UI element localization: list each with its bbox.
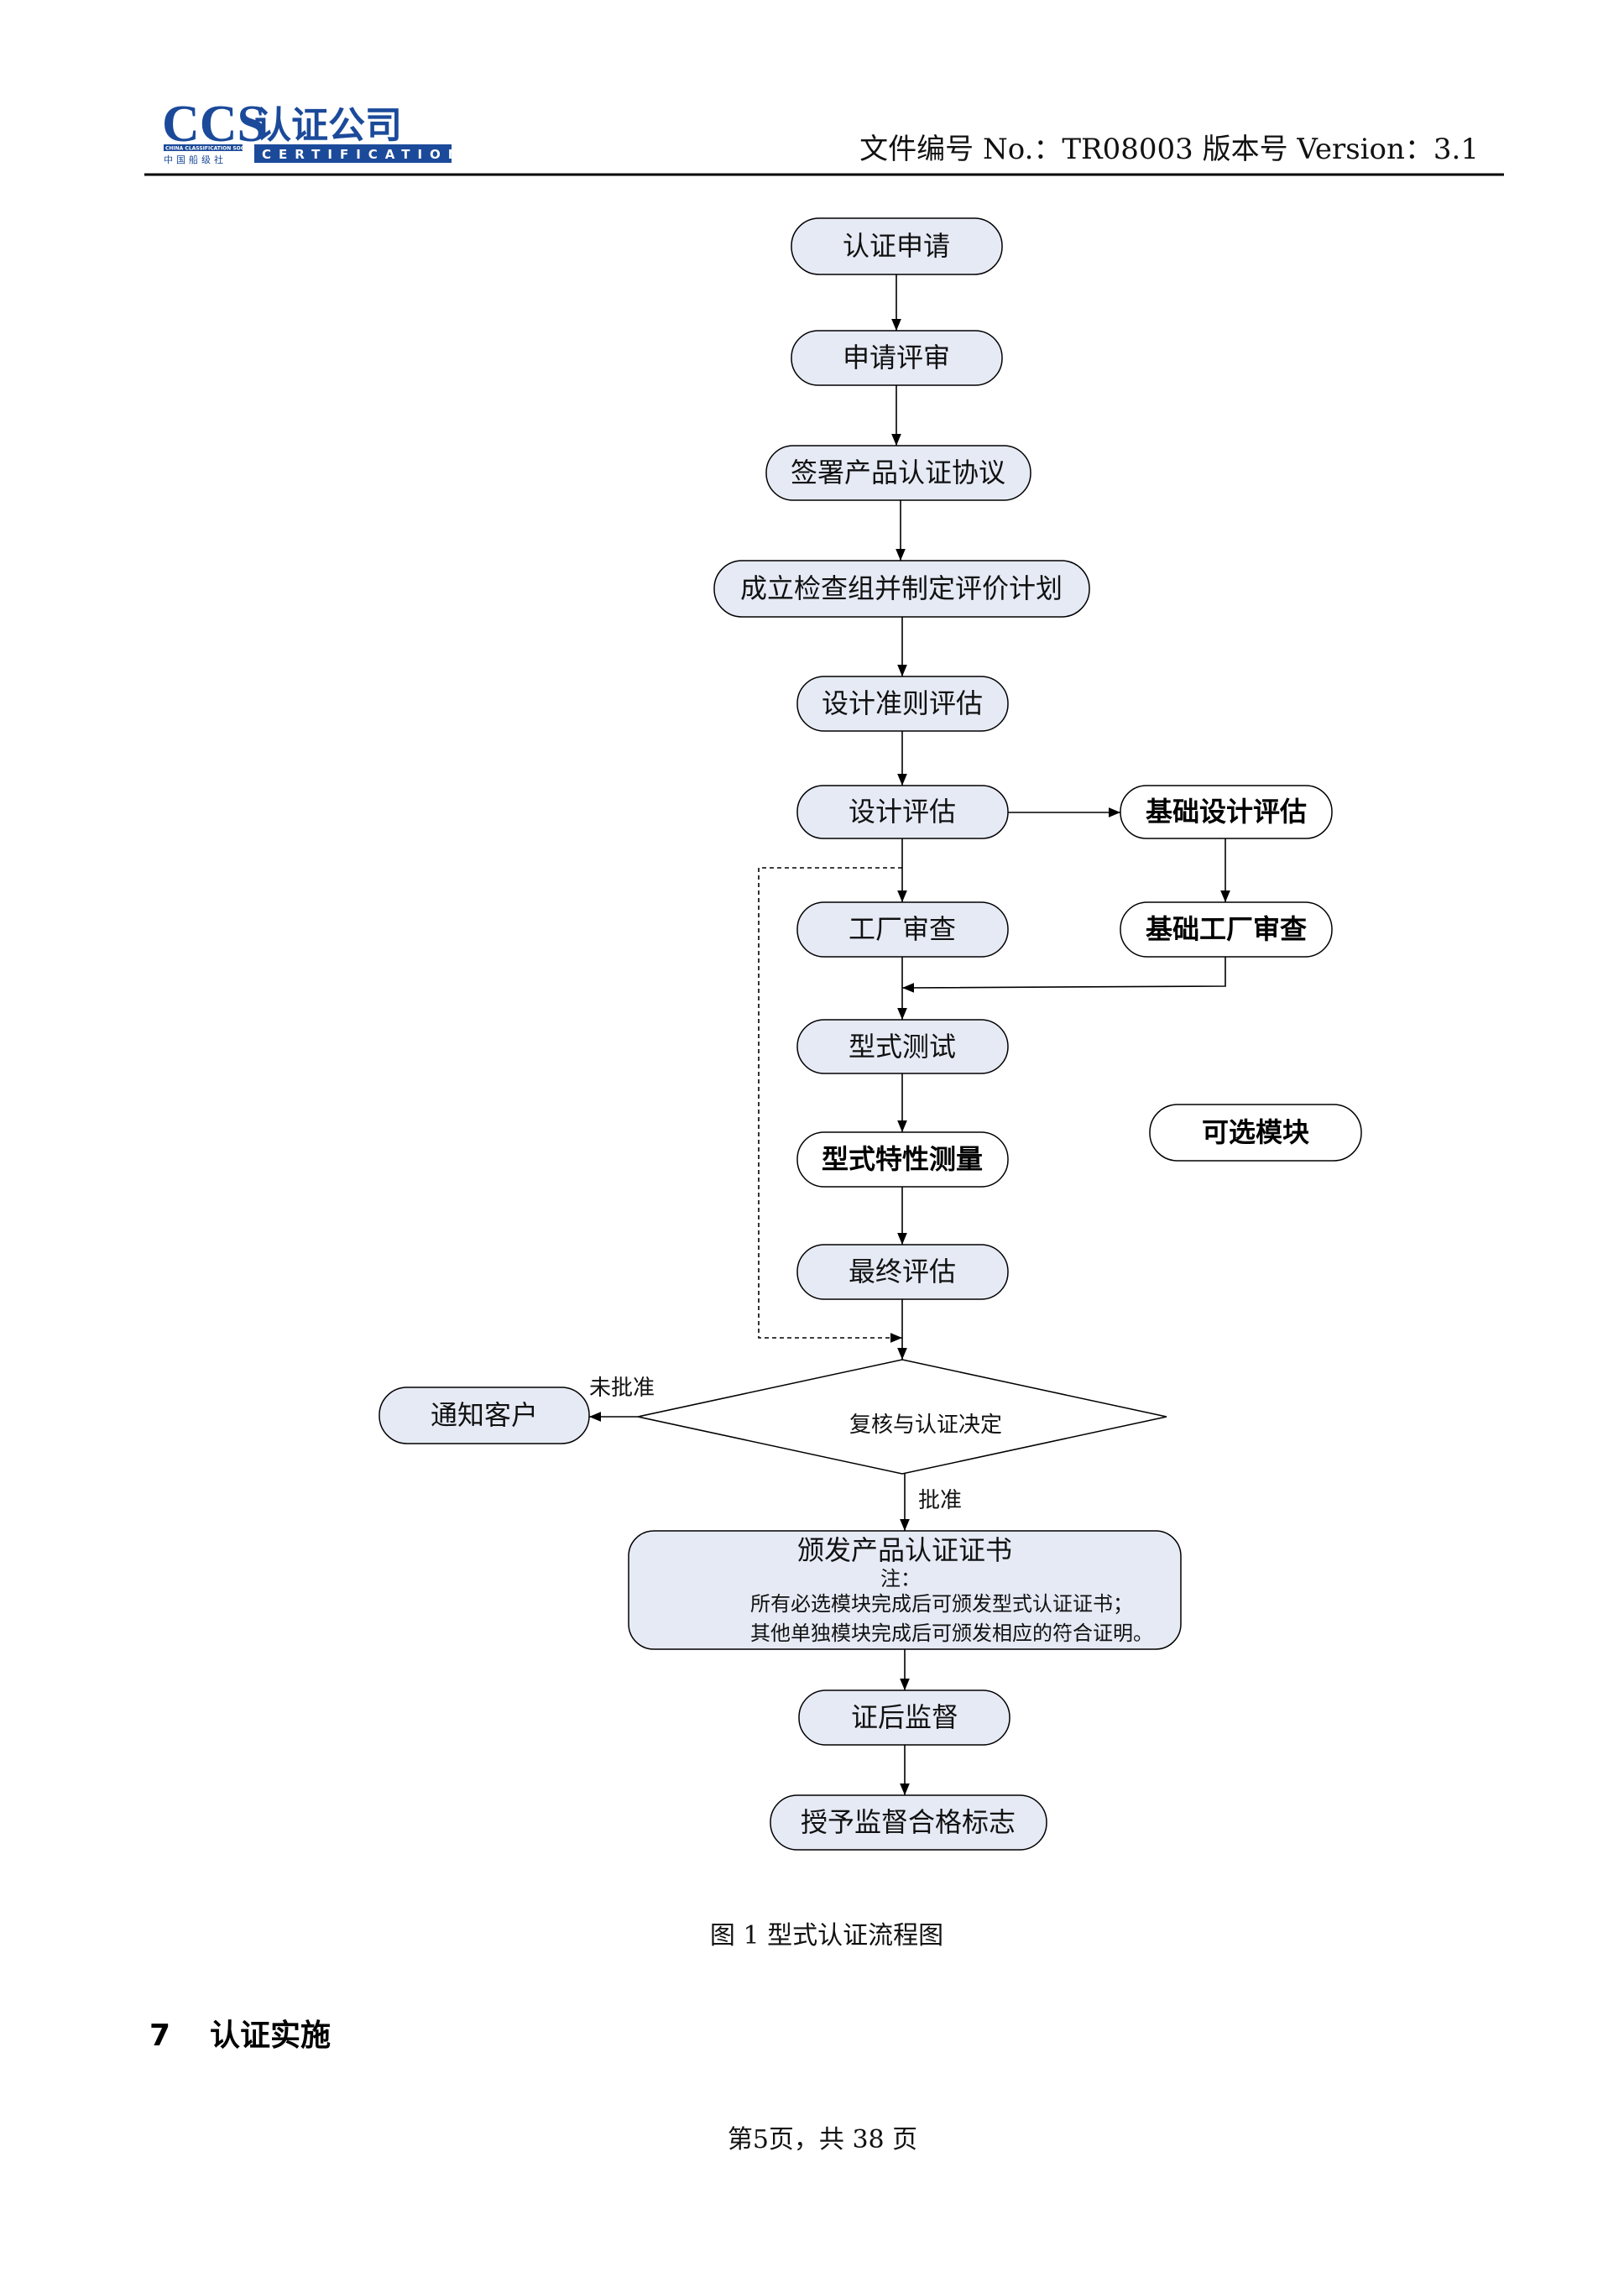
node-issue-note-line-1: 所有必选模块完成后可颁发型式认证证书； bbox=[750, 1592, 1133, 1616]
node-type-measure-label: 型式特性测量 bbox=[822, 1143, 983, 1175]
node-surveillance: 证后监督 bbox=[798, 1689, 1010, 1746]
logo-society-cn: 中国船级社 bbox=[164, 154, 227, 165]
logo-cert-bar bbox=[254, 144, 452, 163]
edge-basicfactory-merge bbox=[901, 957, 1226, 993]
logo-society-en: CHINA CLASSIFICATION SOCIETY bbox=[165, 146, 258, 152]
node-design-eval-label: 设计评估 bbox=[849, 796, 956, 828]
node-team-label: 成立检查组并制定评价计划 bbox=[740, 572, 1063, 604]
node-apply-label: 认证申请 bbox=[843, 230, 950, 262]
node-review: 申请评审 bbox=[791, 330, 1003, 386]
legend-optional-module: 可选模块 bbox=[1149, 1104, 1362, 1162]
node-issue-title: 颁发产品认证证书 bbox=[797, 1534, 1012, 1566]
node-type-test-label: 型式测试 bbox=[849, 1031, 956, 1063]
page-footer: 第5页，共 38 页 bbox=[728, 2125, 917, 2154]
logo-certification: CERTIFICATION bbox=[262, 147, 466, 162]
node-basic-factory-label: 基础工厂审查 bbox=[1146, 913, 1307, 945]
node-notify-label: 通知客户 bbox=[431, 1399, 538, 1431]
edge-label-approved: 批准 bbox=[918, 1488, 962, 1513]
node-review-label: 申请评审 bbox=[843, 342, 950, 373]
node-issue-note-line-2: 其他单独模块完成后可颁发相应的符合证明。 bbox=[750, 1622, 1153, 1645]
edge-label-rejected: 未批准 bbox=[589, 1376, 655, 1401]
logo-abbr: CCS bbox=[162, 96, 266, 153]
node-notify: 通知客户 bbox=[379, 1387, 590, 1444]
node-factory-label: 工厂审查 bbox=[849, 913, 956, 945]
node-apply: 认证申请 bbox=[791, 217, 1003, 275]
node-type-test: 型式测试 bbox=[796, 1019, 1009, 1074]
node-basic-design: 基础设计评估 bbox=[1120, 785, 1333, 839]
flowchart-nodes: 认证申请 申请评审 签署产品认证协议 成立检查组并制定评价计划 设计准则评估 设… bbox=[379, 217, 1362, 1851]
node-team: 成立检查组并制定评价计划 bbox=[713, 560, 1090, 618]
node-mark-label: 授予监督合格标志 bbox=[801, 1806, 1016, 1838]
section-number: 7 bbox=[149, 2018, 170, 2053]
node-decision: 复核与认证决定 bbox=[637, 1359, 1167, 1475]
header: CCS CHINA CLASSIFICATION SOCIETY 中国船级社 认… bbox=[144, 96, 1504, 176]
ccs-logo: CCS CHINA CLASSIFICATION SOCIETY 中国船级社 认… bbox=[162, 96, 466, 165]
node-type-measure: 型式特性测量 bbox=[796, 1131, 1009, 1188]
node-sign: 签署产品认证协议 bbox=[765, 445, 1031, 501]
node-sign-label: 签署产品认证协议 bbox=[791, 457, 1005, 488]
logo-society-bar bbox=[164, 144, 243, 151]
node-final-eval: 最终评估 bbox=[796, 1244, 1009, 1300]
figure-caption: 图 1 型式认证流程图 bbox=[710, 1921, 943, 1951]
node-criteria-label: 设计准则评估 bbox=[822, 687, 983, 719]
doc-info: 文件编号 No.：TR08003 版本号 Version：3.1 bbox=[859, 133, 1479, 166]
node-factory: 工厂审查 bbox=[796, 901, 1009, 958]
node-surveillance-label: 证后监督 bbox=[851, 1701, 958, 1733]
edge-dashed-bypass bbox=[758, 867, 902, 1343]
section-heading: 7 认证实施 bbox=[149, 2018, 331, 2053]
node-issue-note-label: 注： bbox=[880, 1567, 921, 1590]
legend-optional-label: 可选模块 bbox=[1202, 1116, 1309, 1148]
node-decision-label: 复核与认证决定 bbox=[849, 1413, 1002, 1438]
node-basic-design-label: 基础设计评估 bbox=[1146, 796, 1307, 828]
flowchart-edges bbox=[589, 274, 1230, 1795]
node-issue: 颁发产品认证证书 注： 所有必选模块完成后可颁发型式认证证书； 其他单独模块完成… bbox=[628, 1530, 1182, 1650]
section-title: 认证实施 bbox=[210, 2018, 331, 2053]
node-final-eval-label: 最终评估 bbox=[849, 1256, 956, 1287]
logo-company-cn: 认证公司 bbox=[254, 104, 402, 147]
node-criteria: 设计准则评估 bbox=[796, 676, 1009, 732]
node-design-eval: 设计评估 bbox=[796, 785, 1009, 839]
node-mark: 授予监督合格标志 bbox=[770, 1794, 1047, 1851]
node-basic-factory: 基础工厂审查 bbox=[1120, 901, 1333, 958]
